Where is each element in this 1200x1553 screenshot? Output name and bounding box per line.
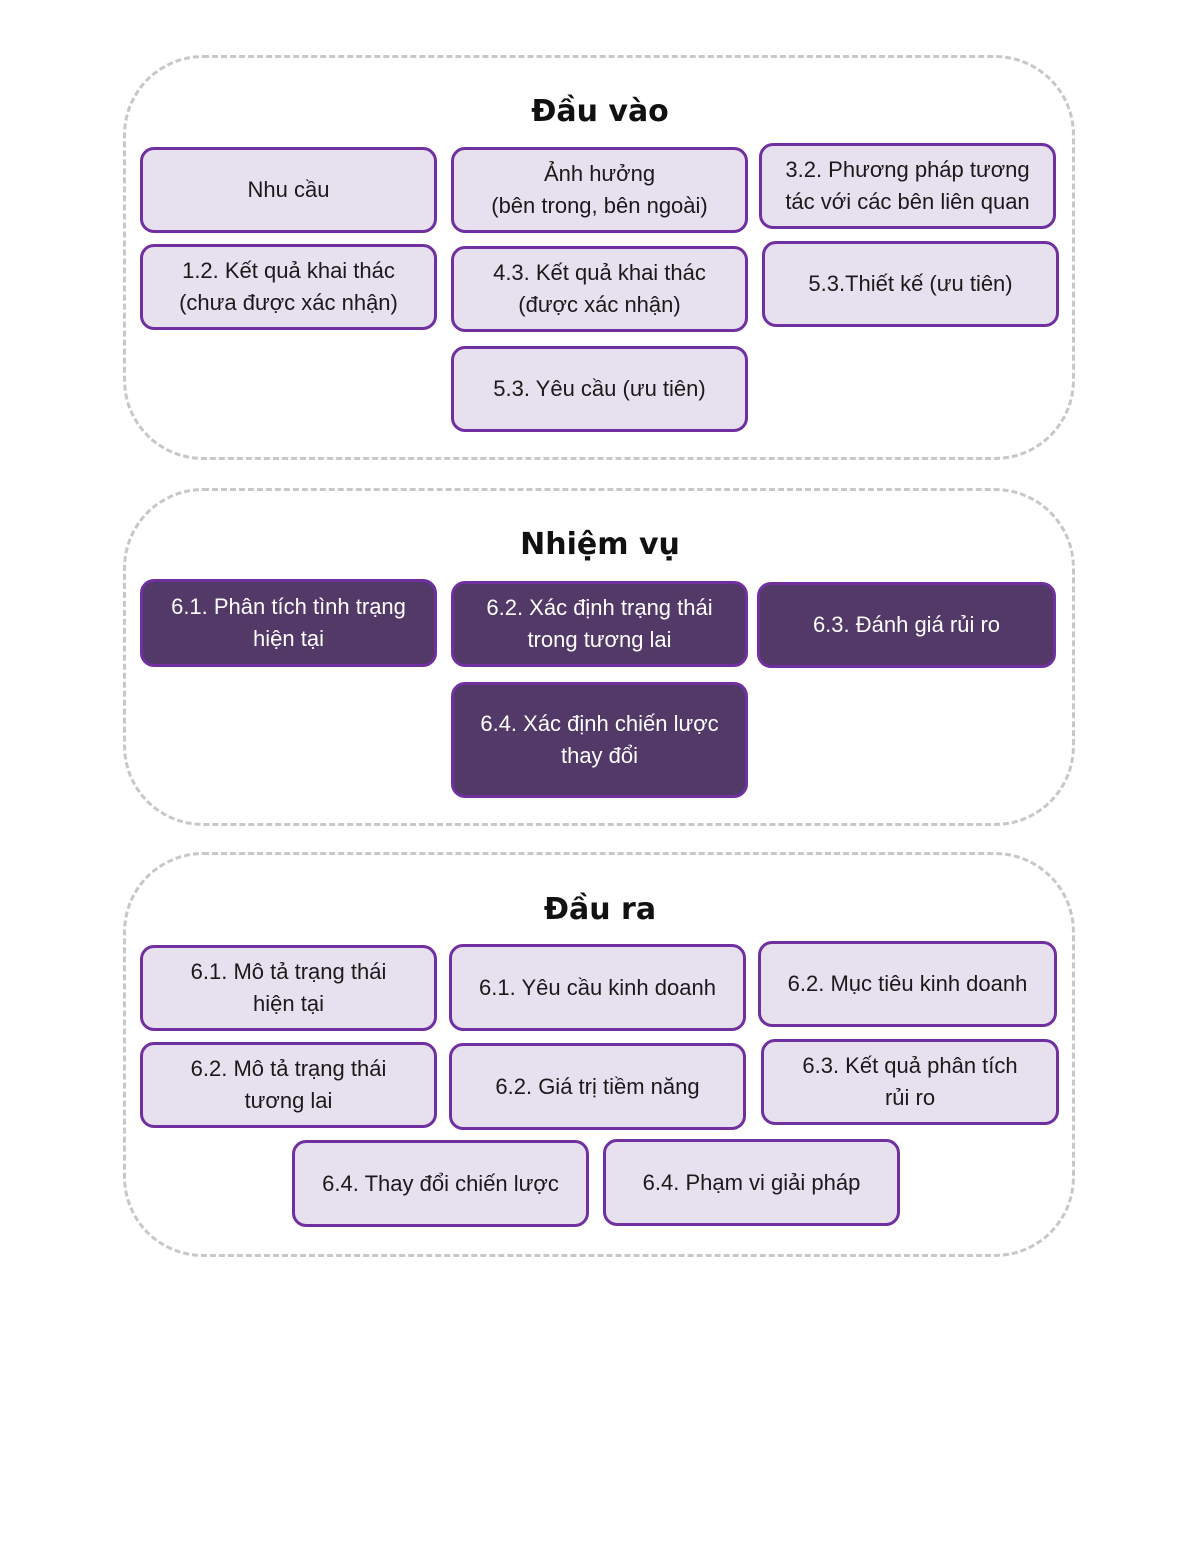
output-box-change-strategy: 6.4. Thay đổi chiến lược (292, 1140, 589, 1227)
input-box-needs: Nhu cầu (140, 147, 437, 233)
input-box-design-prioritized: 5.3.Thiết kế (ưu tiên) (762, 241, 1059, 327)
task-box-change-strategy: 6.4. Xác định chiến lược thay đổi (451, 682, 748, 798)
output-box-risk-analysis-results: 6.3. Kết quả phân tích rủi ro (761, 1039, 1059, 1125)
outputs-title: Đầu ra (543, 892, 657, 927)
output-box-business-objectives: 6.2. Mục tiêu kinh doanh (758, 941, 1057, 1027)
tasks-group (123, 488, 1075, 826)
input-box-elicitation-unconfirmed: 1.2. Kết quả khai thác (chưa được xác nh… (140, 244, 437, 330)
output-box-current-state-description: 6.1. Mô tả trạng thái hiện tại (140, 945, 437, 1031)
input-box-influences: Ảnh hưởng (bên trong, bên ngoài) (451, 147, 748, 233)
input-box-requirements-prioritized: 5.3. Yêu cầu (ưu tiên) (451, 346, 748, 432)
input-box-stakeholder-approach: 3.2. Phương pháp tương tác với các bên l… (759, 143, 1056, 229)
outputs-group (123, 852, 1075, 1257)
task-box-current-state: 6.1. Phân tích tình trạng hiện tại (140, 579, 437, 667)
output-box-future-state-description: 6.2. Mô tả trạng thái tương lai (140, 1042, 437, 1128)
output-box-business-requirements: 6.1. Yêu cầu kinh doanh (449, 944, 746, 1031)
inputs-group (123, 55, 1075, 460)
inputs-title: Đầu vào (531, 94, 669, 129)
task-box-future-state: 6.2. Xác định trạng thái trong tương lai (451, 581, 748, 667)
input-box-elicitation-confirmed: 4.3. Kết quả khai thác (được xác nhận) (451, 246, 748, 332)
task-box-assess-risks: 6.3. Đánh giá rủi ro (757, 582, 1056, 668)
output-box-solution-scope: 6.4. Phạm vi giải pháp (603, 1139, 900, 1226)
tasks-title: Nhiệm vụ (520, 527, 680, 562)
output-box-potential-value: 6.2. Giá trị tiềm năng (449, 1043, 746, 1130)
